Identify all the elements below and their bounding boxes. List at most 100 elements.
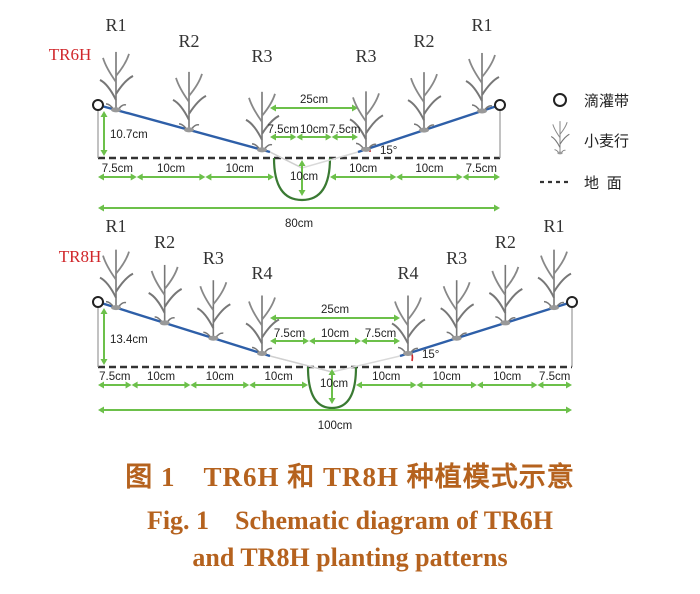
tr8h-inner-right-arrow-right-head bbox=[394, 337, 400, 345]
tr8h-bottom-left-label-1: 7.5cm bbox=[99, 371, 130, 383]
legend-drip-label: 滴灌带 bbox=[584, 92, 629, 110]
tr8h-bottom-right-arrow-3-left-head bbox=[476, 381, 483, 389]
tr6h-row-label-left-1: R1 bbox=[105, 15, 126, 35]
tr6h-bottom-right-arrow-3-left-head bbox=[462, 173, 469, 181]
tr8h-inner-right-label: 7.5cm bbox=[365, 328, 396, 340]
tr6h-top-width-arrow-right-head bbox=[352, 104, 358, 112]
tr8h-inner-mid-arrow-left-head bbox=[309, 337, 315, 345]
diagram-background bbox=[38, 8, 640, 444]
tr8h-row-label-left-1: R1 bbox=[105, 216, 126, 236]
tr8h-bottom-left-arrow-4-left-head bbox=[249, 381, 256, 389]
tr8h-inner-mid-label: 10cm bbox=[321, 328, 349, 340]
tr6h-bottom-left-arrow-2-left-head bbox=[136, 173, 143, 181]
tr8h-row-label-left-2: R2 bbox=[154, 232, 175, 252]
tr6h-row-label-left-3: R3 bbox=[251, 46, 272, 66]
tr6h-furrow-depth-arrow-top-head bbox=[298, 160, 306, 166]
tr8h-furrow-depth-arrow-bottom-head bbox=[328, 398, 336, 404]
tr8h-height-arrow-bottom-head bbox=[100, 359, 108, 365]
tr8h-angle-label: 15° bbox=[422, 349, 439, 361]
legend-ground-label: 地 面 bbox=[584, 175, 624, 192]
tr8h-inner-left-arrow-right-head bbox=[303, 337, 309, 345]
tr8h-bottom-right-label-4: 7.5cm bbox=[539, 371, 570, 383]
tr8h-row-label-left-3: R3 bbox=[203, 248, 224, 268]
tr8h-title: TR8H bbox=[59, 247, 102, 266]
tr6h-bottom-left-label-3: 10cm bbox=[226, 163, 254, 175]
tr6h-total-width-arrow-left-head bbox=[98, 204, 104, 212]
tr6h-bottom-left-arrow-1-left-head bbox=[98, 173, 104, 181]
tr8h-bottom-left-label-2: 10cm bbox=[147, 371, 175, 383]
tr8h-bottom-right-arrow-2-right-head bbox=[470, 381, 477, 389]
diagram-lines bbox=[92, 93, 578, 414]
tr6h-height-arrow-bottom-head bbox=[100, 150, 108, 156]
tr6h-title: TR6H bbox=[49, 45, 92, 64]
tr8h-bottom-left-arrow-2-left-head bbox=[131, 381, 138, 389]
tr8h-row-label-left-4: R4 bbox=[251, 263, 272, 283]
tr8h-left-slope bbox=[97, 300, 271, 358]
tr8h-height-arrow-top-head bbox=[100, 308, 108, 314]
tr8h-row-label-right-3: R3 bbox=[446, 248, 467, 268]
tr6h-bottom-right-arrow-2-right-head bbox=[456, 173, 463, 181]
tr8h-furrow-depth-label: 10cm bbox=[320, 378, 348, 390]
tr6h-inner-mid-arrow-right-head bbox=[325, 133, 332, 141]
tr8h-bottom-left-arrow-3-left-head bbox=[190, 381, 197, 389]
tr6h-bottom-left-arrow-1-right-head bbox=[130, 173, 137, 181]
tr8h-total-width-arrow-right-head bbox=[566, 406, 572, 414]
tr8h-bottom-left-arrow-2-right-head bbox=[184, 381, 191, 389]
tr8h-inner-right-arrow-left-head bbox=[361, 337, 367, 345]
tr8h-inner-left-label: 7.5cm bbox=[274, 328, 305, 340]
tr6h-bottom-right-label-3: 7.5cm bbox=[466, 163, 497, 175]
tr8h-row-label-right-2: R2 bbox=[495, 232, 516, 252]
tr6h-row-label-right-3: R3 bbox=[355, 46, 376, 66]
tr8h-right-slope bbox=[399, 300, 573, 358]
tr6h-inner-mid-label: 10cm bbox=[300, 124, 328, 136]
tr6h-bottom-right-label-2: 10cm bbox=[415, 163, 443, 175]
tr8h-bottom-right-arrow-2-left-head bbox=[416, 381, 423, 389]
tr8h-row-label-right-4: R4 bbox=[397, 263, 418, 283]
legend-wheat-label: 小麦行 bbox=[584, 133, 629, 150]
tr6h-row-label-left-2: R2 bbox=[178, 31, 199, 51]
tr6h-furrow-depth-arrow-bottom-head bbox=[298, 190, 306, 196]
tr8h-bottom-right-label-3: 10cm bbox=[493, 371, 521, 383]
tr6h-row-label-right-1: R1 bbox=[471, 15, 492, 35]
tr6h-total-width-label: 80cm bbox=[285, 218, 313, 230]
tr6h-bottom-right-arrow-3-right-head bbox=[494, 173, 500, 181]
tr6h-bottom-right-arrow-1-right-head bbox=[390, 173, 397, 181]
tr8h-bottom-right-arrow-3-right-head bbox=[531, 381, 538, 389]
tr8h-drip-right-icon bbox=[566, 296, 578, 308]
tr8h-bottom-right-arrow-1-left-head bbox=[356, 381, 362, 389]
caption-english-line1: Fig. 1 Schematic diagram of TR6H bbox=[146, 506, 554, 535]
tr6h-top-width-arrow-left-head bbox=[270, 104, 276, 112]
tr6h-drip-right-icon bbox=[494, 99, 506, 111]
tr6h-inner-left-label: 7.5cm bbox=[268, 124, 299, 136]
tr6h-bottom-left-arrow-3-right-head bbox=[268, 173, 274, 181]
tr6h-total-width-arrow-right-head bbox=[494, 204, 500, 212]
tr8h-bottom-left-arrow-1-left-head bbox=[98, 381, 104, 389]
tr8h-row-label-right-1: R1 bbox=[543, 216, 564, 236]
tr8h-bottom-right-arrow-1-right-head bbox=[410, 381, 417, 389]
tr6h-bottom-left-label-1: 7.5cm bbox=[102, 163, 133, 175]
tr8h-bottom-right-label-2: 10cm bbox=[433, 371, 461, 383]
tr6h-bottom-left-arrow-3-left-head bbox=[205, 173, 212, 181]
tr8h-drip-left-icon bbox=[92, 296, 104, 308]
tr8h-bottom-left-label-3: 10cm bbox=[206, 371, 234, 383]
tr8h-inner-mid-arrow-right-head bbox=[355, 337, 361, 345]
tr6h-left-inner-edge bbox=[269, 151, 303, 169]
tr6h-inner-right-label: 7.5cm bbox=[329, 124, 360, 136]
caption-chinese: 图 1 TR6H 和 TR8H 种植模式示意 bbox=[125, 462, 575, 492]
tr8h-top-width-label: 25cm bbox=[321, 304, 349, 316]
tr6h-inner-right-arrow-left-head bbox=[331, 133, 338, 141]
tr8h-height-label: 13.4cm bbox=[110, 334, 148, 346]
tr6h-bottom-left-arrow-2-right-head bbox=[199, 173, 206, 181]
tr8h-furrow-depth-arrow-top-head bbox=[328, 369, 336, 375]
tr8h-bottom-right-label-1: 10cm bbox=[372, 371, 400, 383]
tr6h-top-width-label: 25cm bbox=[300, 94, 328, 106]
tr6h-height-label: 10.7cm bbox=[110, 129, 148, 141]
tr6h-inner-left-arrow-right-head bbox=[290, 133, 297, 141]
tr8h-bottom-left-arrow-1-right-head bbox=[125, 381, 132, 389]
tr6h-right-slope bbox=[357, 103, 501, 154]
tr6h-bottom-right-arrow-1-left-head bbox=[330, 173, 336, 181]
tr6h-inner-left-arrow-left-head bbox=[270, 133, 276, 141]
tr6h-left-slope bbox=[97, 103, 271, 154]
